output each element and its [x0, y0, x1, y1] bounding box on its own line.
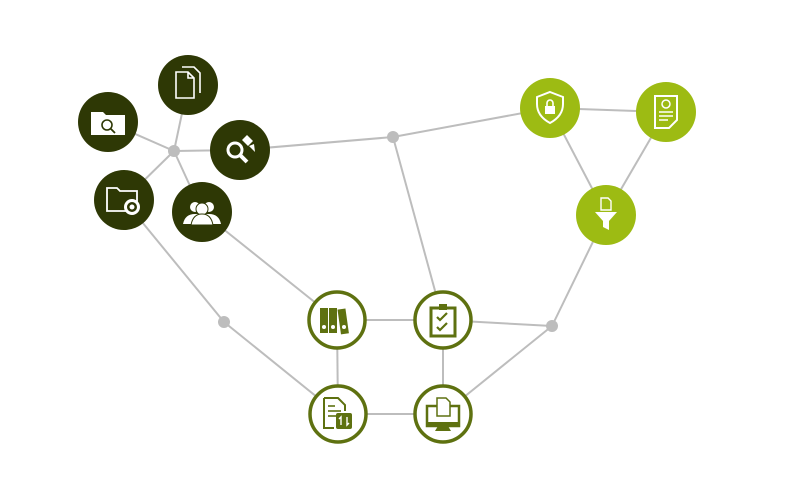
node-search-edit: [210, 120, 270, 180]
node-monitor-doc: [413, 384, 473, 444]
node-filter: [576, 185, 636, 245]
node-folder-settings: [94, 170, 154, 230]
node-circle: [158, 55, 218, 115]
node-checklist: [413, 290, 473, 350]
node-folder-search: [78, 92, 138, 152]
node-doc-transfer: [308, 384, 368, 444]
junction-dot: [218, 316, 230, 328]
junction-dot: [387, 131, 399, 143]
document-check-icon: [654, 95, 678, 129]
node-circle: [94, 170, 154, 230]
shield-lock-icon: [536, 90, 564, 125]
users-icon: [183, 202, 221, 226]
node-certificate: [636, 82, 696, 142]
search-edit-icon: [226, 135, 255, 164]
documents-icon: [175, 66, 201, 99]
connector-line: [392, 136, 444, 321]
folder-search-icon: [91, 112, 125, 135]
junction-dot: [168, 145, 180, 157]
clipboard-check-icon: [429, 304, 457, 338]
node-binders: [307, 290, 367, 350]
node-users: [172, 182, 232, 242]
node-security: [520, 78, 580, 138]
node-documents: [158, 55, 218, 115]
node-circle: [210, 120, 270, 180]
monitor-document-icon: [425, 397, 461, 431]
node-circle: [413, 290, 473, 350]
binders-icon: [320, 308, 349, 335]
document-filter-icon: [595, 197, 617, 230]
folder-gear-icon: [106, 187, 140, 215]
junction-dot: [546, 320, 558, 332]
document-transfer-icon: [323, 397, 352, 429]
